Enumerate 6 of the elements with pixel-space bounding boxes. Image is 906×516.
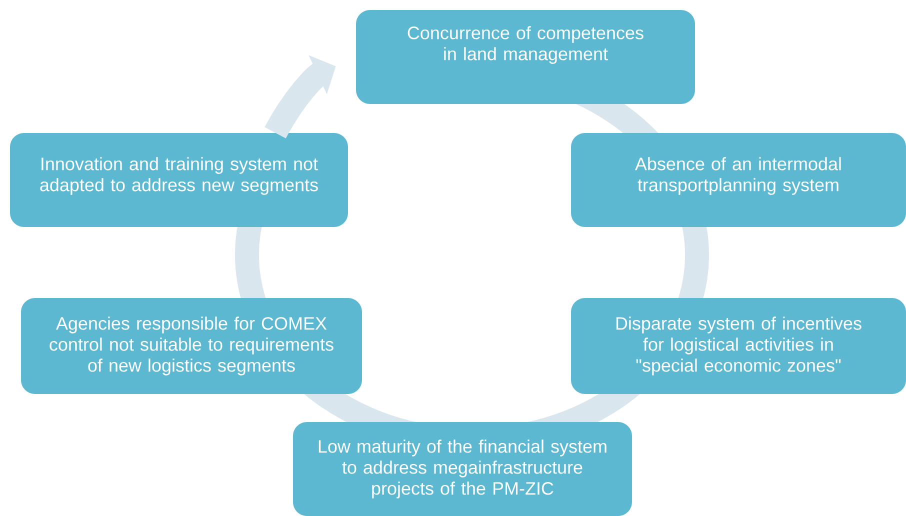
process-box: Innovation and training system not adapted to address new segments (10, 133, 348, 227)
process-box: Agencies responsible for COMEX control not suitable to requirements of new logistics segments (21, 298, 362, 394)
process-box: Disparate system of incentives for logistical activities in "special economic zones" (571, 298, 906, 394)
process-box: Low maturity of the financial system to address megainfrastructure projects of the PM-ZIC (293, 422, 632, 516)
process-box: Absence of an intermodal transportplanning system (571, 133, 906, 227)
process-box: Concurrence of competences in land management (356, 10, 695, 104)
